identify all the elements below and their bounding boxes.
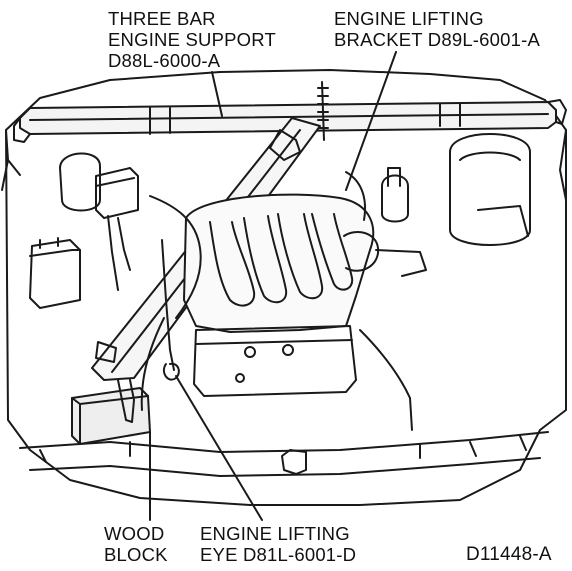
cover-bolt-2 — [282, 344, 294, 356]
fluid-reservoir — [381, 174, 409, 223]
three-bar-support-line-3: D88L-6000-A — [108, 50, 221, 71]
crossbar-end-right — [547, 99, 567, 125]
lifting-bracket-line-1: ENGINE LIFTING — [334, 8, 484, 29]
leader-bracket — [345, 51, 397, 191]
coil-wires — [107, 215, 131, 291]
throttle-linkage — [375, 249, 427, 277]
strut-tower-inner — [477, 205, 529, 237]
crossbar-clamp-left — [149, 107, 171, 135]
coil-pack — [95, 167, 139, 219]
hose-lower-left — [140, 317, 165, 411]
hose-right — [345, 171, 366, 221]
crossbar-clamp-right — [439, 103, 461, 127]
crossbar-end-left — [13, 117, 31, 143]
lifting-bracket-label: ENGINE LIFTING BRACKET D89L-6001-A — [334, 8, 540, 50]
intake-runner-2 — [243, 215, 288, 304]
strut-tower-right — [449, 133, 531, 246]
beam-bracket-top — [269, 129, 301, 161]
wood-block-line-2: BLOCK — [104, 544, 168, 565]
battery — [29, 239, 81, 309]
hose-lower-right — [359, 329, 413, 431]
lifting-eye-line-2: EYE D81L-6001-D — [200, 544, 357, 565]
cover-bolt-3 — [235, 373, 245, 383]
throttle-body — [343, 231, 380, 272]
hose-left — [149, 195, 202, 319]
intake-runner-3 — [277, 213, 324, 300]
lifting-bracket-line-2: BRACKET D89L-6001-A — [334, 29, 541, 50]
lifting-eye-label: ENGINE LIFTING EYE D81L-6001-D — [200, 523, 356, 565]
latch — [281, 449, 307, 475]
support-post — [117, 379, 135, 423]
intake-runner-1 — [209, 221, 256, 307]
radiator-support-lower — [29, 457, 541, 477]
front-clips — [39, 435, 527, 463]
radiator-support — [19, 431, 549, 453]
three-bar-support-label: THREE BAR ENGINE SUPPORT D88L-6000-A — [108, 8, 276, 71]
lifting-eye-line-1: ENGINE LIFTING — [200, 523, 350, 544]
valve-cover — [193, 325, 357, 397]
cover-bolt-1 — [244, 346, 256, 358]
fender-outline — [5, 69, 567, 506]
lifting-hook-rod — [161, 239, 175, 371]
hood-hinge-left — [1, 129, 21, 191]
wood-block-line-1: WOOD — [104, 523, 165, 544]
figure-id: D11448-A — [466, 544, 552, 565]
wood-block-label: WOOD BLOCK — [104, 523, 168, 565]
beam-bracket-lower — [95, 341, 117, 363]
intake-runner-4 — [311, 213, 354, 291]
hood-hinge-right — [559, 129, 567, 201]
three-bar-support-line-2: ENGINE SUPPORT — [108, 29, 276, 50]
three-bar-support-line-1: THREE BAR — [108, 8, 216, 29]
lifting-eye — [162, 362, 180, 381]
left-reservoir — [59, 152, 101, 212]
leader-support — [211, 71, 223, 117]
leader-eye — [175, 375, 263, 521]
